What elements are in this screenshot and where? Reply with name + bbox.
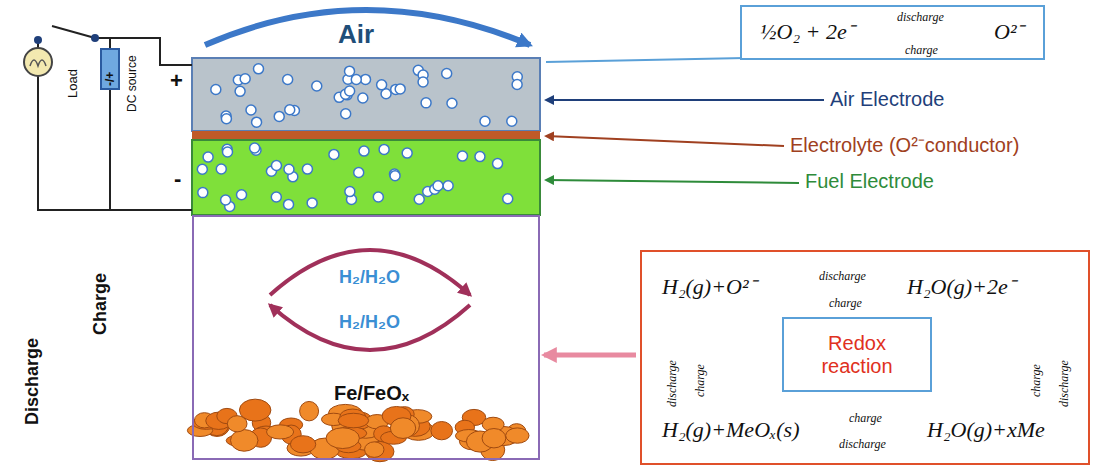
- circuit-wires: [38, 26, 192, 210]
- leader-arrow: [546, 180, 799, 183]
- switch-contact: [91, 34, 99, 42]
- node-text: H₂/H₂O: [339, 267, 400, 288]
- node-text: charge: [905, 44, 938, 58]
- node-text: ½O₂ + 2e⁻: [760, 19, 854, 44]
- lamp-symbol: [24, 48, 52, 76]
- node-text: charge: [1030, 364, 1044, 397]
- polarity-sign: +: [170, 68, 183, 93]
- polarity-sign: -: [174, 166, 181, 191]
- cycle-arrow: [270, 250, 470, 295]
- node-text: charge: [829, 297, 862, 311]
- flow-label: Air: [338, 20, 374, 50]
- node-text: H₂/H₂O: [339, 312, 400, 333]
- mode-label: Discharge: [22, 338, 43, 425]
- node-text: -/+: [104, 72, 118, 86]
- node-text: discharge: [839, 438, 886, 452]
- redox-box: Redox reaction: [782, 317, 932, 392]
- node-text: discharge: [897, 11, 944, 25]
- node-text: DC source: [126, 55, 140, 112]
- node-text: Fe/FeOₓ: [334, 382, 409, 405]
- node-text: H₂(g)+O²⁻: [662, 274, 756, 299]
- air-electrode: [192, 58, 540, 131]
- node-text: charge: [694, 364, 708, 397]
- component-label: Load: [66, 69, 81, 98]
- node-text: discharge: [819, 270, 866, 284]
- cycle-arrow: [270, 305, 470, 350]
- node-text: H₂O(g)+2e⁻: [907, 274, 1015, 299]
- layer-label: Electrolyte (O²⁻conductor): [790, 134, 1019, 157]
- electrolyte-layer: [192, 131, 540, 140]
- pore-circles: [211, 64, 522, 127]
- dc-source: -/+DC source: [100, 48, 120, 90]
- leader-arrow: [546, 99, 824, 101]
- redox-chamber: H₂/H₂O H₂/H₂O Fe/FeOₓ: [192, 215, 540, 460]
- pore-circles: [197, 143, 512, 211]
- node-text: discharge: [1058, 360, 1072, 407]
- box-title: Redox reaction: [790, 332, 924, 378]
- reaction-box: Redox reactionH₂(g)+O²⁻dischargechargeH₂…: [640, 250, 1090, 465]
- node-text: H₂O(g)+xMe: [927, 417, 1045, 442]
- iron-particles: [187, 399, 529, 462]
- switch-contact: [34, 36, 42, 44]
- flow-arrow: [544, 353, 636, 358]
- layer-label: Fuel Electrode: [805, 170, 934, 193]
- node-text: O²⁻: [994, 19, 1023, 44]
- mode-label: Charge: [90, 273, 111, 335]
- equation-box: ½O₂ + 2e⁻ discharge charge O²⁻: [740, 5, 1045, 60]
- node-text: H₂(g)+MeOₓ(s): [662, 417, 799, 442]
- leader-line: [546, 58, 745, 62]
- leader-arrow: [546, 136, 784, 146]
- layer-label: Air Electrode: [830, 88, 945, 111]
- fuel-electrode: [192, 140, 540, 215]
- node-text: charge: [849, 412, 882, 426]
- node-text: discharge: [666, 360, 680, 407]
